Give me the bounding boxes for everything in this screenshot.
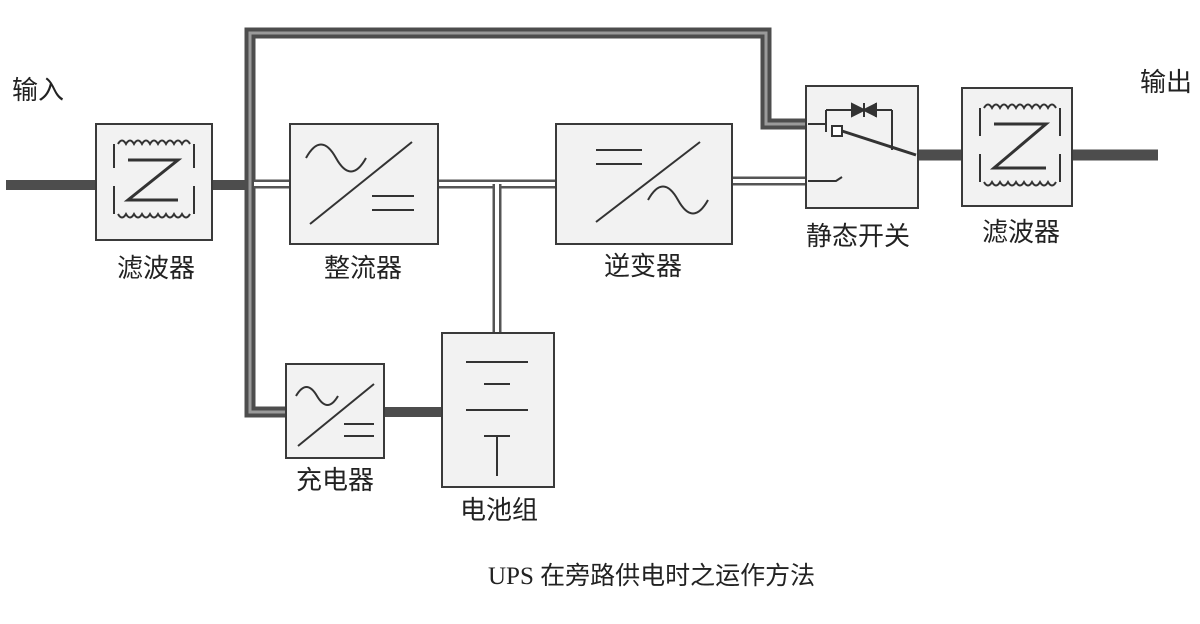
power-lines: [6, 27, 1158, 418]
input-filter-box: [95, 123, 213, 241]
static-switch-label: 静态开关: [806, 222, 911, 252]
charger-label: 充电器: [296, 466, 375, 496]
charger-feed-highlight: [248, 185, 286, 414]
battery-box: [441, 332, 555, 488]
thyristor-icon: [808, 102, 917, 157]
output-filter-box: [961, 87, 1073, 207]
ac-to-dc-icon: [295, 383, 375, 447]
charger-box: [285, 363, 385, 459]
ac-to-dc-icon: [305, 141, 414, 225]
inverter-box: [555, 123, 733, 245]
bypass-path-highlight: [248, 31, 808, 185]
input-label: 输入: [12, 76, 65, 106]
rectifier-label: 整流器: [324, 254, 403, 284]
input-filter-label: 滤波器: [117, 254, 196, 284]
battery-icon: [466, 361, 528, 476]
diagram-caption: UPS 在旁路供电时之运作方法: [488, 563, 816, 590]
inverter-label: 逆变器: [604, 252, 683, 282]
dc-to-ac-icon: [595, 141, 709, 223]
filter-symbol-icon: [979, 103, 1061, 187]
rectifier-box: [289, 123, 439, 245]
filter-symbol-icon: [113, 139, 195, 219]
charger-feed-line: [244, 185, 286, 418]
output-filter-label: 滤波器: [982, 218, 1061, 248]
switch-contact-icon: [808, 176, 843, 182]
static-switch-box: [805, 85, 919, 209]
output-label: 输出: [1140, 68, 1193, 98]
battery-label: 电池组: [460, 496, 539, 526]
